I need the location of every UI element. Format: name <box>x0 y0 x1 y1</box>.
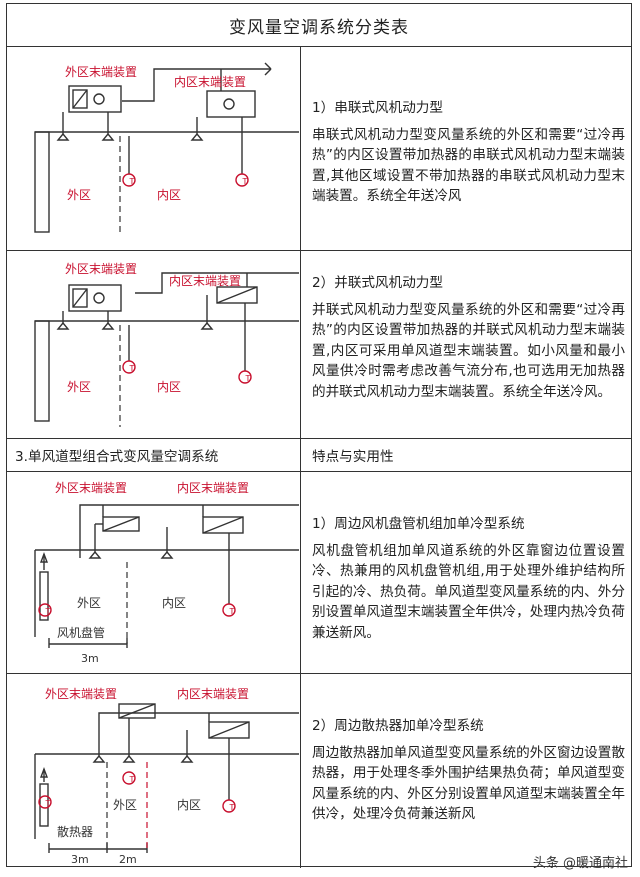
zone-inner-label: 内区 <box>157 380 181 394</box>
section-header-left-cell: 3.单风道型组合式变风量空调系统 <box>7 439 301 471</box>
outer-terminal-label: 外区末端装置 <box>45 687 117 701</box>
diagram-cell-radiator: T T T 外区末端装置 内区末端装置 外区 内区 散热器 3m 2m <box>7 674 301 868</box>
section-header-right-cell: 特点与实用性 <box>301 439 631 471</box>
sensor-label: T <box>45 799 51 808</box>
diagram-cell-fan-coil: T T 外区末端装置 内区末端装置 外区 内区 风机盘管 3m <box>7 472 301 673</box>
table-row-radiator: T T T 外区末端装置 内区末端装置 外区 内区 散热器 3m 2m 2）周边… <box>7 674 631 868</box>
text-cell-fan-coil: 1）周边风机盘管机组加单冷型系统 风机盘管机组加单风道系统的外区靠窗边位置设置冷… <box>301 472 631 673</box>
dimension-label: 2m <box>119 853 137 866</box>
section-header-left: 3.单风道型组合式变风量空调系统 <box>15 449 219 465</box>
diagram-cell-series: T T 外区末端装置 内区末端装置 外区 内区 <box>7 46 301 250</box>
table-row-fan-coil: T T 外区末端装置 内区末端装置 外区 内区 风机盘管 3m 1）周边风机盘管… <box>7 472 631 674</box>
outer-terminal-label: 外区末端装置 <box>65 262 137 276</box>
item-body: 风机盘管机组加单风道系统的外区靠窗边位置设置冷、热兼用的风机盘管机组,用于处理外… <box>312 542 625 641</box>
sensor-label: T <box>45 607 51 616</box>
item-heading: 1）周边风机盘管机组加单冷型系统 <box>312 516 525 532</box>
item-heading: 1）串联式风机动力型 <box>312 100 443 116</box>
zone-outer-label: 外区 <box>113 798 137 812</box>
radiator-label: 散热器 <box>57 824 93 839</box>
section-header-right: 特点与实用性 <box>312 449 394 465</box>
item-body: 周边散热器加单风道型变风量系统的外区窗边设置散热器，用于处理冬季外围护结果热负荷… <box>312 744 625 823</box>
table-row-parallel-fan: T T 外区末端装置 内区末端装置 外区 内区 2）并联式风机动力型 并联式风机… <box>7 251 631 439</box>
zone-inner-label: 内区 <box>177 798 201 812</box>
item-heading: 2）并联式风机动力型 <box>312 275 443 291</box>
sensor-label: T <box>129 177 135 186</box>
classification-table: 变风量空调系统分类表 <box>6 3 632 868</box>
sensor-label: T <box>229 607 235 616</box>
dimension-label: 3m <box>71 853 89 866</box>
item-body: 串联式风机动力型变风量系统的外区和需要“过冷再热”的内区设置带加热器的串联式风机… <box>312 126 625 205</box>
sensor-label: T <box>129 364 135 373</box>
section-header-row: 3.单风道型组合式变风量空调系统 特点与实用性 <box>7 439 631 472</box>
sensor-label: T <box>245 374 251 383</box>
fan-coil-diagram: T T 外区末端装置 内区末端装置 外区 内区 风机盘管 3m <box>34 481 299 665</box>
sensor-label: T <box>229 803 235 812</box>
outer-terminal-label: 外区末端装置 <box>65 65 137 79</box>
outer-terminal-label: 外区末端装置 <box>55 481 127 495</box>
text-cell-parallel: 2）并联式风机动力型 并联式风机动力型变风量系统的外区和需要“过冷再热”的内区设… <box>301 251 631 438</box>
zone-inner-label: 内区 <box>157 188 181 202</box>
zone-outer-label: 外区 <box>67 380 91 394</box>
description: 1）串联式风机动力型 串联式风机动力型变风量系统的外区和需要“过冷再热”的内区设… <box>312 98 625 207</box>
zone-outer-label: 外区 <box>67 188 91 202</box>
inner-terminal-label: 内区末端装置 <box>174 75 246 89</box>
inner-terminal-label: 内区末端装置 <box>177 481 249 495</box>
radiator-diagram: T T T 外区末端装置 内区末端装置 外区 内区 散热器 3m 2m <box>34 687 299 866</box>
inner-terminal-label: 内区末端装置 <box>177 687 249 701</box>
item-body: 并联式风机动力型变风量系统的外区和需要“过冷再热”的内区设置带加热器的并联式风机… <box>312 301 625 400</box>
table-title: 变风量空调系统分类表 <box>7 4 631 47</box>
watermark: 头条 @暖通南社 <box>532 856 628 871</box>
parallel-fan-diagram: T T 外区末端装置 内区末端装置 外区 内区 <box>34 262 299 427</box>
table-row-series-fan: T T 外区末端装置 内区末端装置 外区 内区 1）串联式风机动力型 串联式风机… <box>7 46 631 251</box>
description: 2）周边散热器加单冷型系统 周边散热器加单风道型变风量系统的外区窗边设置散热器，… <box>312 716 625 825</box>
sensor-label: T <box>242 177 248 186</box>
sensor-label: T <box>129 775 135 784</box>
text-cell-series: 1）串联式风机动力型 串联式风机动力型变风量系统的外区和需要“过冷再热”的内区设… <box>301 46 631 250</box>
description: 2）并联式风机动力型 并联式风机动力型变风量系统的外区和需要“过冷再热”的内区设… <box>312 273 625 402</box>
inner-terminal-label: 内区末端装置 <box>169 274 241 288</box>
diagram-cell-parallel: T T 外区末端装置 内区末端装置 外区 内区 <box>7 251 301 438</box>
fan-coil-label: 风机盘管 <box>57 625 105 640</box>
item-heading: 2）周边散热器加单冷型系统 <box>312 718 484 734</box>
zone-inner-label: 内区 <box>162 596 186 610</box>
text-cell-radiator: 2）周边散热器加单冷型系统 周边散热器加单风道型变风量系统的外区窗边设置散热器，… <box>301 674 631 868</box>
zone-outer-label: 外区 <box>77 596 101 610</box>
description: 1）周边风机盘管机组加单冷型系统 风机盘管机组加单风道系统的外区靠窗边位置设置冷… <box>312 514 625 643</box>
series-fan-diagram: T T 外区末端装置 内区末端装置 外区 内区 <box>34 62 299 233</box>
dimension-label: 3m <box>81 652 99 665</box>
